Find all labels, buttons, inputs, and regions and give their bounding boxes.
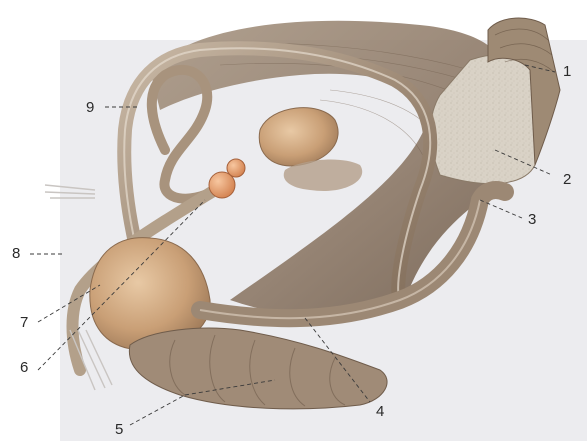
label-4: 4 <box>376 404 384 419</box>
bulb-2 <box>227 159 245 177</box>
label-7: 7 <box>20 315 28 330</box>
label-8: 8 <box>12 246 20 261</box>
label-6: 6 <box>20 360 28 375</box>
label-2: 2 <box>563 172 571 187</box>
label-9: 9 <box>86 100 94 115</box>
label-3: 3 <box>528 212 536 227</box>
label-5: 5 <box>115 422 123 437</box>
label-1: 1 <box>563 64 571 79</box>
